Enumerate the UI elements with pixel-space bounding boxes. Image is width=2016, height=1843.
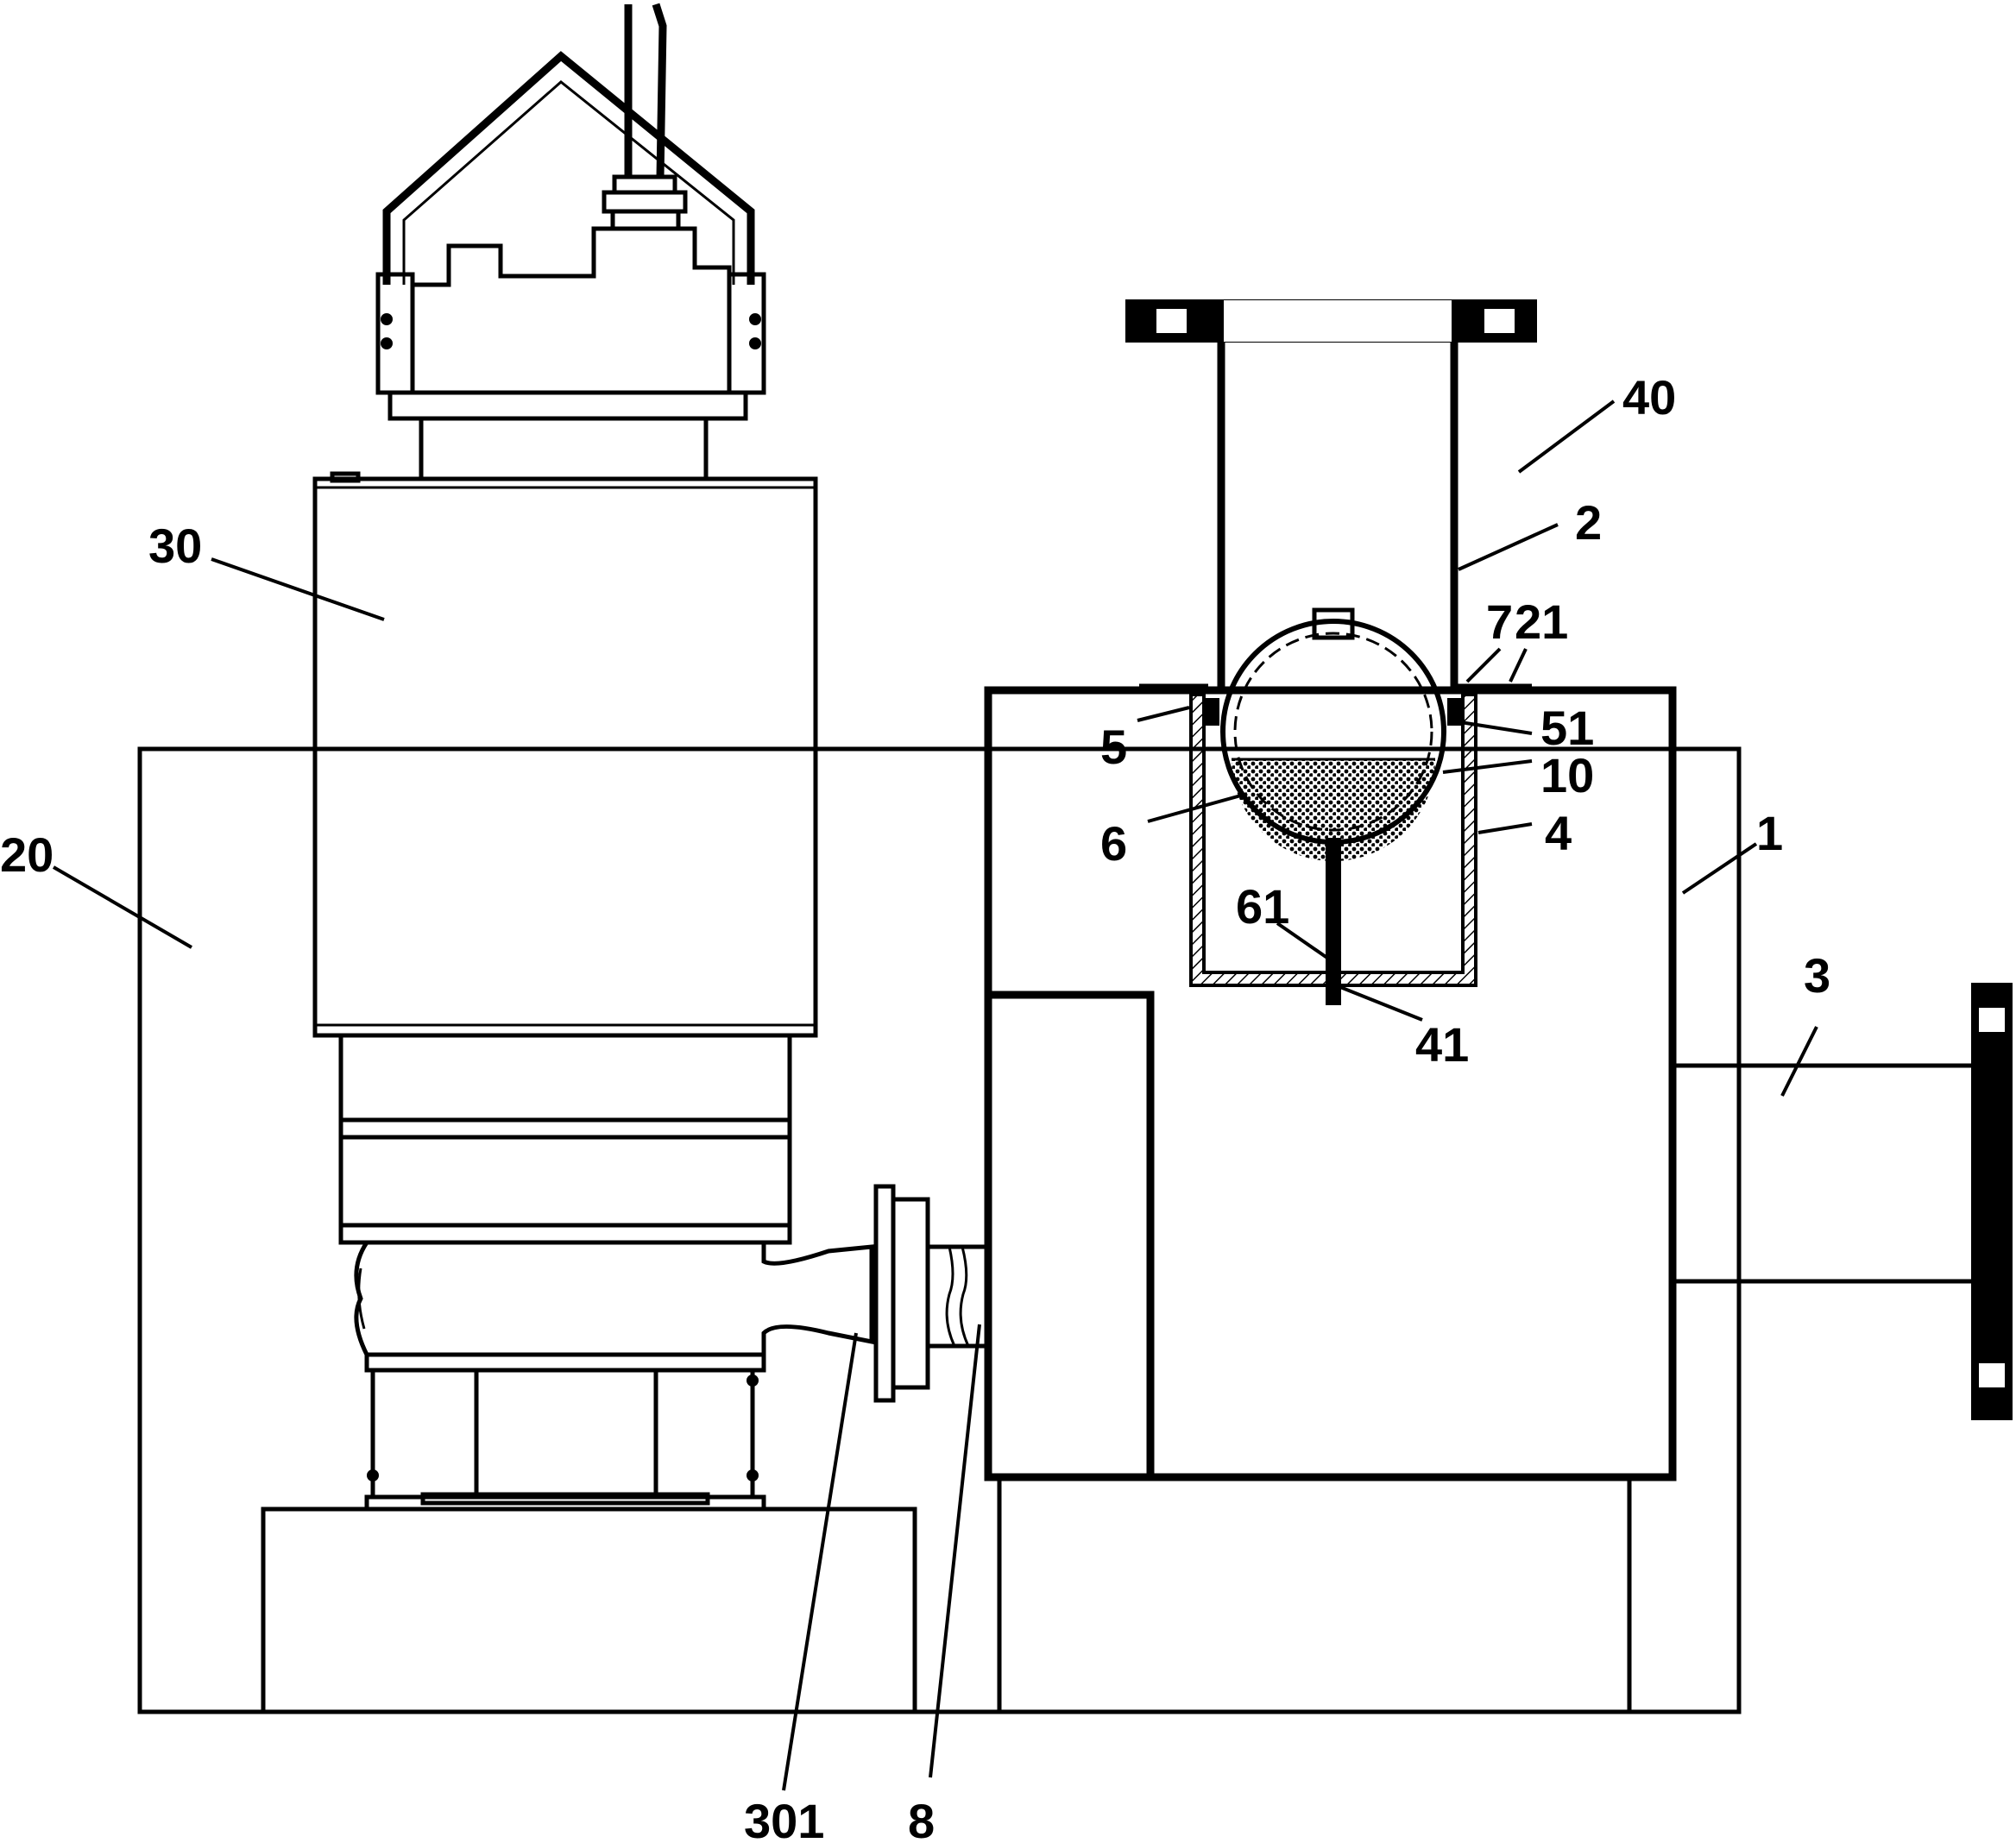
label-4: 4 [1545,806,1572,860]
pump-pedestal [261,1506,917,1714]
label-10: 10 [1540,748,1594,802]
pump-body [312,3,992,1512]
base-frame [137,746,1742,1714]
label-40: 40 [1622,370,1676,425]
label-21: 21 [1515,594,1568,649]
label-1: 1 [1756,806,1783,860]
label-7: 7 [1486,594,1513,649]
leader-lines [52,399,1818,1791]
label-8: 8 [908,1794,935,1843]
reference-labels: 20 30 40 2 7 21 5 51 10 6 4 1 61 41 3 30… [0,370,1830,1843]
vent-pipe [1125,299,1537,688]
label-3: 3 [1804,948,1830,1003]
label-5: 5 [1100,720,1127,774]
label-20: 20 [0,827,54,882]
label-61: 61 [1236,879,1289,934]
label-6: 6 [1100,816,1127,871]
label-51: 51 [1540,701,1594,755]
float-valve [1189,607,1477,1005]
label-2: 2 [1575,495,1602,550]
label-41: 41 [1415,1017,1469,1072]
label-301: 301 [744,1794,824,1843]
outlet-pipe [1670,983,2013,1420]
label-30: 30 [148,519,202,573]
